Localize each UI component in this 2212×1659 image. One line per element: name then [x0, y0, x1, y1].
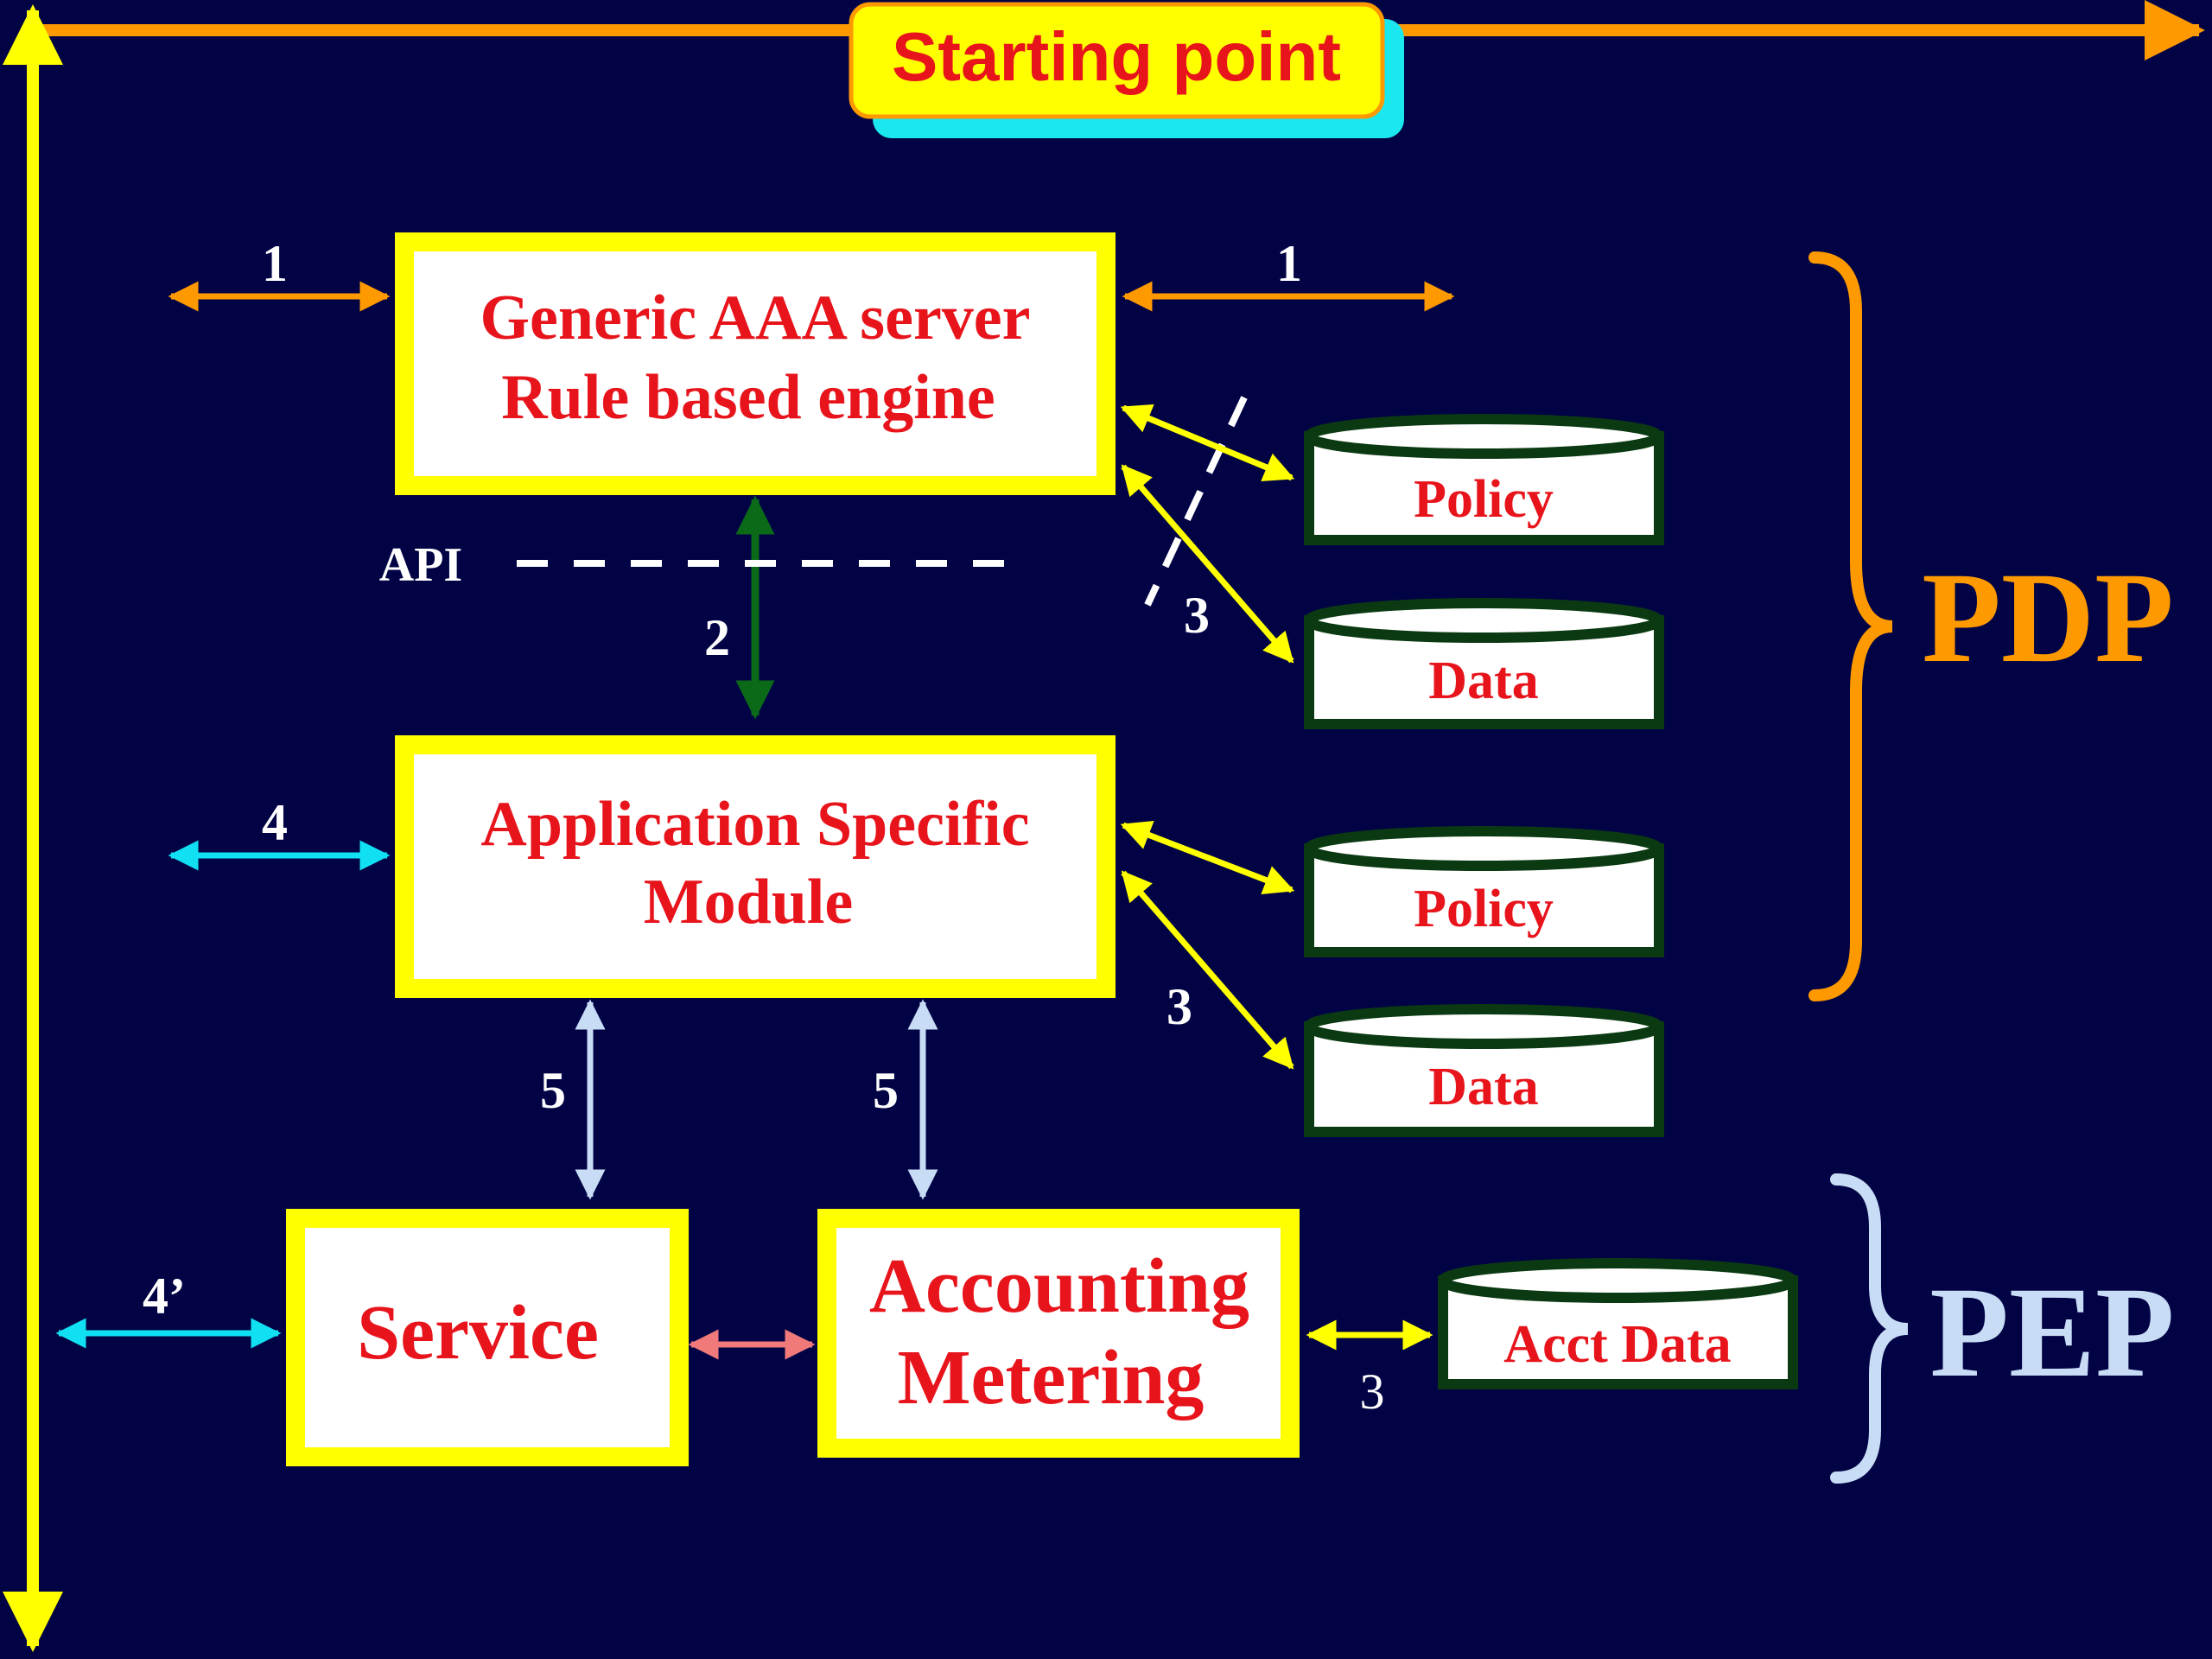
data-store-1: Data [1304, 598, 1664, 729]
application-specific-module-box: Application Specific Module [395, 735, 1116, 998]
acct-data-store: Acct Data [1438, 1258, 1798, 1389]
pep-label: PEP [1929, 1261, 2174, 1404]
label-1-right: 1 [1276, 235, 1302, 292]
arrow-3-asm-policy [1120, 820, 1295, 895]
service-label: Service [357, 1290, 599, 1376]
arrow-3-asm-data [1121, 870, 1294, 1070]
data-store-2-label: Data [1428, 1058, 1538, 1116]
acct-data-store-label: Acct Data [1503, 1315, 1731, 1374]
service-box: Service [286, 1209, 689, 1466]
generic-aaa-line1: Generic AAA server [480, 283, 1031, 353]
label-1-left: 1 [262, 235, 288, 292]
app-specific-line2: Module [644, 867, 854, 938]
starting-point-badge: Starting point [849, 2, 1404, 138]
data-store-1-label: Data [1428, 652, 1538, 710]
generic-aaa-line2: Rule based engine [501, 362, 995, 433]
data-store-2: Data [1304, 1004, 1664, 1137]
starting-point-label: Starting point [892, 18, 1341, 95]
policy-store-2-label: Policy [1414, 880, 1554, 938]
pdp-label: PDP [1922, 546, 2174, 690]
label-4: 4 [262, 794, 288, 851]
arrow-3-aaa-data [1121, 464, 1294, 664]
label-3-mid: 3 [1166, 978, 1192, 1035]
generic-aaa-server-box: Generic AAA server Rule based engine [395, 232, 1116, 495]
label-api: API [379, 538, 462, 592]
app-specific-line1: Application Specific [480, 789, 1029, 860]
label-3-top: 3 [1184, 587, 1210, 644]
accounting-line1: Accounting [869, 1243, 1249, 1329]
policy-store-1-label: Policy [1414, 470, 1554, 529]
pdp-brace [1808, 251, 1893, 1001]
label-3-acct: 3 [1360, 1363, 1385, 1420]
label-5-left: 5 [540, 1062, 566, 1119]
boundary-slash-dashed [1144, 396, 1248, 607]
arrow-3-aaa-policy [1120, 404, 1295, 482]
label-5-right: 5 [873, 1062, 899, 1119]
policy-store-2: Policy [1304, 826, 1664, 957]
label-4-prime: 4’ [143, 1268, 186, 1325]
accounting-line2: Metering [898, 1335, 1205, 1421]
pep-brace [1830, 1173, 1909, 1484]
policy-store-1: Policy [1304, 414, 1664, 545]
label-2: 2 [704, 609, 730, 666]
accounting-metering-box: Accounting Metering [817, 1209, 1300, 1458]
